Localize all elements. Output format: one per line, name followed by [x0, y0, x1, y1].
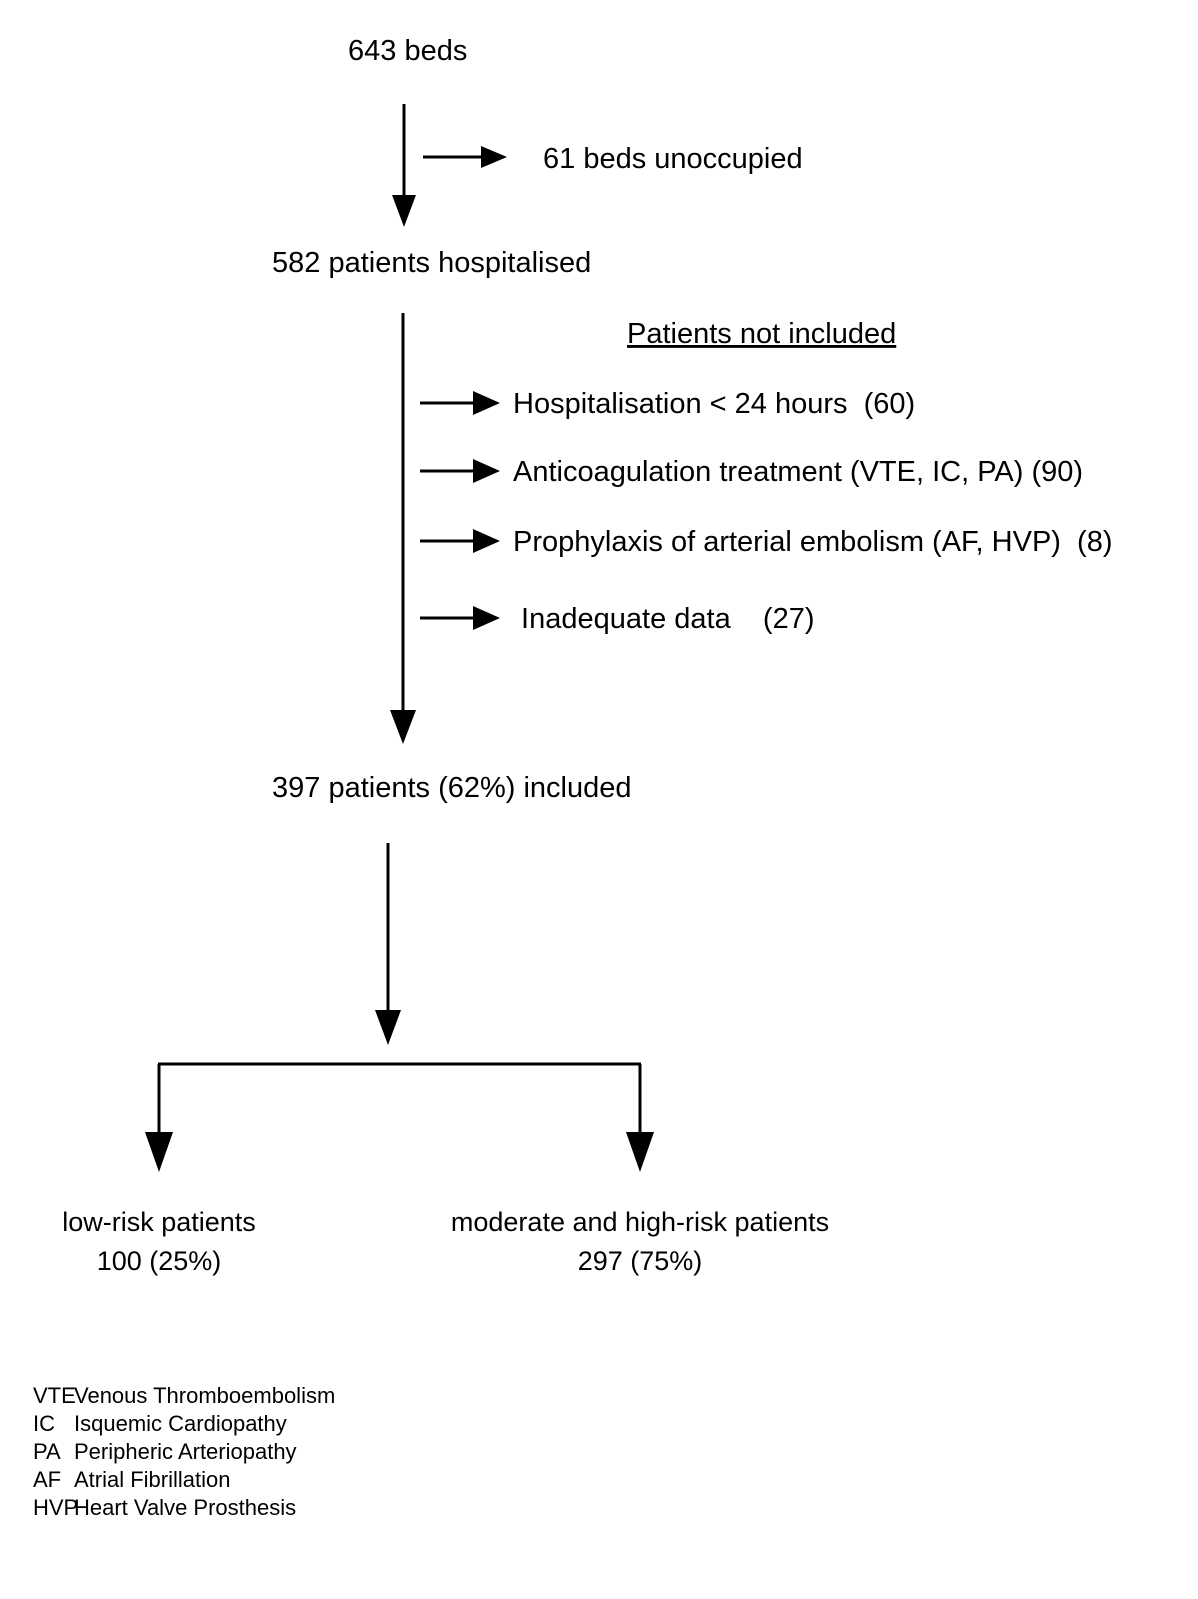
split-bar [145, 1062, 654, 1172]
connector-beds-to-hospitalised [392, 104, 416, 227]
connector-included-to-split [375, 843, 401, 1045]
exclusion-item-prophylaxis-arterial-embolism: Prophylaxis of arterial embolism (AF, HV… [513, 526, 1113, 558]
node-included: 397 patients (62%) included [272, 772, 632, 804]
legend-abbr-1: IC [33, 1411, 55, 1436]
connector-exclusion-3 [420, 529, 500, 553]
outcome-high-risk-value: 297 (75%) [578, 1246, 703, 1276]
legend-term-2: Peripheric Arteriopathy [74, 1439, 297, 1464]
legend-abbr-4: HVP [33, 1495, 78, 1520]
node-beds-unoccupied: 61 beds unoccupied [543, 143, 803, 175]
legend-term-0: Venous Thromboembolism [74, 1383, 335, 1408]
outcome-low-risk-label: low-risk patients [62, 1207, 256, 1237]
connector-exclusion-1 [420, 391, 500, 415]
legend-term-4: Heart Valve Prosthesis [74, 1495, 296, 1520]
connector-exclusion-2 [420, 459, 500, 483]
exclusion-item-hospitalisation-under-24h: Hospitalisation < 24 hours (60) [513, 388, 915, 420]
outcome-low-risk-value: 100 (25%) [97, 1246, 222, 1276]
connector-exclusion-4 [420, 606, 500, 630]
outcome-high-risk-label: moderate and high-risk patients [451, 1207, 829, 1237]
legend-term-3: Atrial Fibrillation [74, 1467, 231, 1492]
node-beds-total: 643 beds [348, 35, 467, 67]
legend-abbreviations: VTE Venous Thromboembolism IC Isquemic C… [33, 1383, 335, 1520]
node-hospitalised: 582 patients hospitalised [272, 247, 591, 279]
connector-beds-unoccupied [423, 146, 507, 168]
exclusions-heading: Patients not included [627, 318, 896, 350]
legend-abbr-3: AF [33, 1467, 61, 1492]
legend-term-1: Isquemic Cardiopathy [74, 1411, 287, 1436]
legend-abbr-2: PA [33, 1439, 61, 1464]
connector-hospitalised-to-included [390, 313, 416, 744]
exclusion-item-inadequate-data: Inadequate data (27) [513, 603, 815, 635]
exclusion-item-anticoagulation-treatment: Anticoagulation treatment (VTE, IC, PA) … [513, 456, 1083, 488]
legend-abbr-0: VTE [33, 1383, 76, 1408]
